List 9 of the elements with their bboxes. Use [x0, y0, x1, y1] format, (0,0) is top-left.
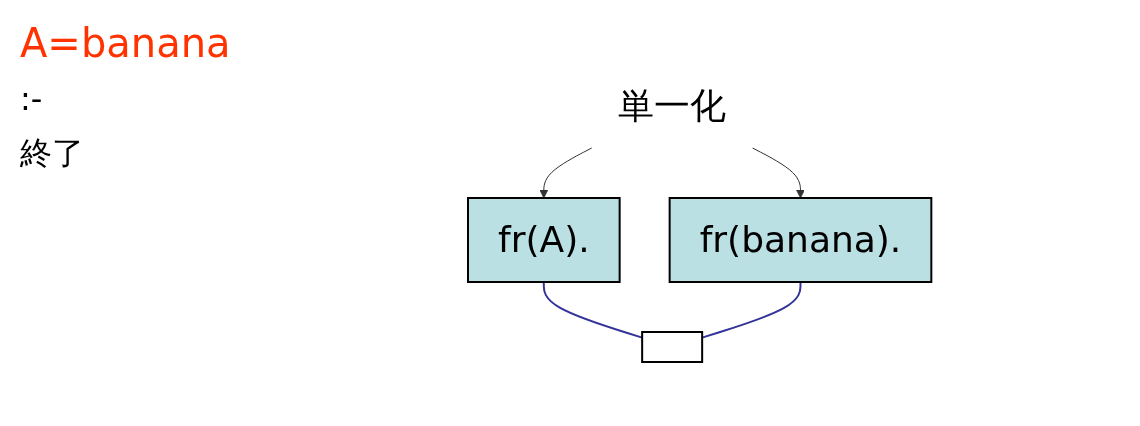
arrow: [752, 147, 806, 199]
note-text: A=banana: [20, 20, 232, 66]
note-text: :-: [20, 80, 44, 118]
node-box: fr(A).: [467, 197, 621, 283]
node-box: fr(banana).: [668, 197, 933, 283]
node-text: 単一化: [618, 85, 727, 126]
note-text: 終了: [20, 133, 85, 174]
node-box: [641, 331, 704, 363]
arrow: [539, 147, 593, 199]
